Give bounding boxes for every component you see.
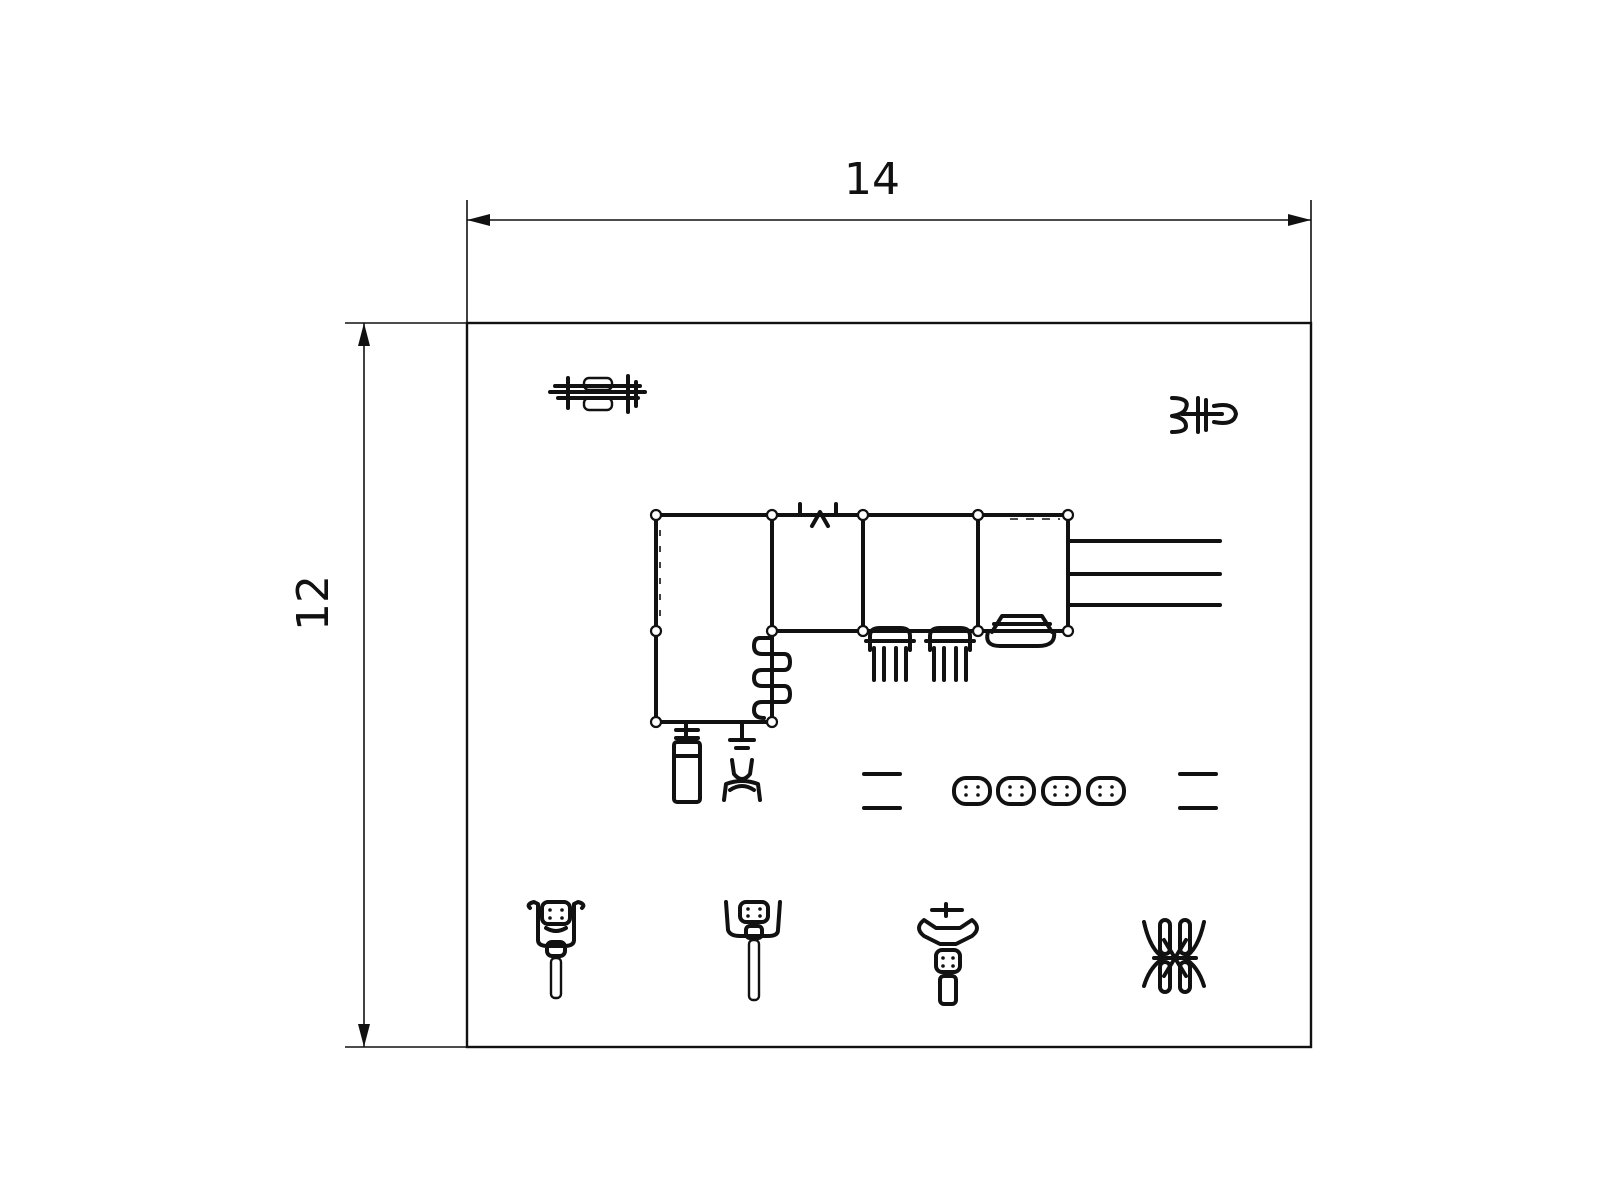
fireman-pole-icon (722, 720, 762, 802)
tube-icon (672, 720, 702, 804)
fitness-station-1-icon (526, 900, 586, 1000)
stepping-pads-icon (952, 776, 1126, 806)
fitness-station-2-icon (724, 900, 782, 1002)
bench-right-icon (1178, 772, 1218, 810)
play-structure (649, 502, 1222, 804)
bench-left-icon (862, 772, 902, 810)
height-label: 12 (288, 575, 339, 631)
roof-mark-icon (798, 502, 838, 528)
rocker-icon (1170, 396, 1238, 434)
height-dimension: 12 (288, 322, 467, 1048)
height-arrow-bottom (358, 1024, 370, 1047)
bridge-icon (985, 614, 1057, 648)
climbing-wall-icon (752, 636, 792, 720)
site-boundary (465, 321, 1313, 1049)
slide-rails-icon (1066, 539, 1222, 607)
fitness-station-3-icon (917, 902, 979, 1006)
spring-rider-icon (548, 374, 647, 414)
ladder-icon-1 (864, 626, 916, 682)
ladder-icon-2 (924, 626, 976, 682)
width-dimension: 14 (466, 154, 1312, 322)
width-label: 14 (844, 154, 900, 205)
fitness-station-4-icon (1142, 918, 1206, 994)
height-arrow-top (358, 323, 370, 346)
width-arrow-left (467, 214, 490, 226)
width-arrow-right (1288, 214, 1311, 226)
